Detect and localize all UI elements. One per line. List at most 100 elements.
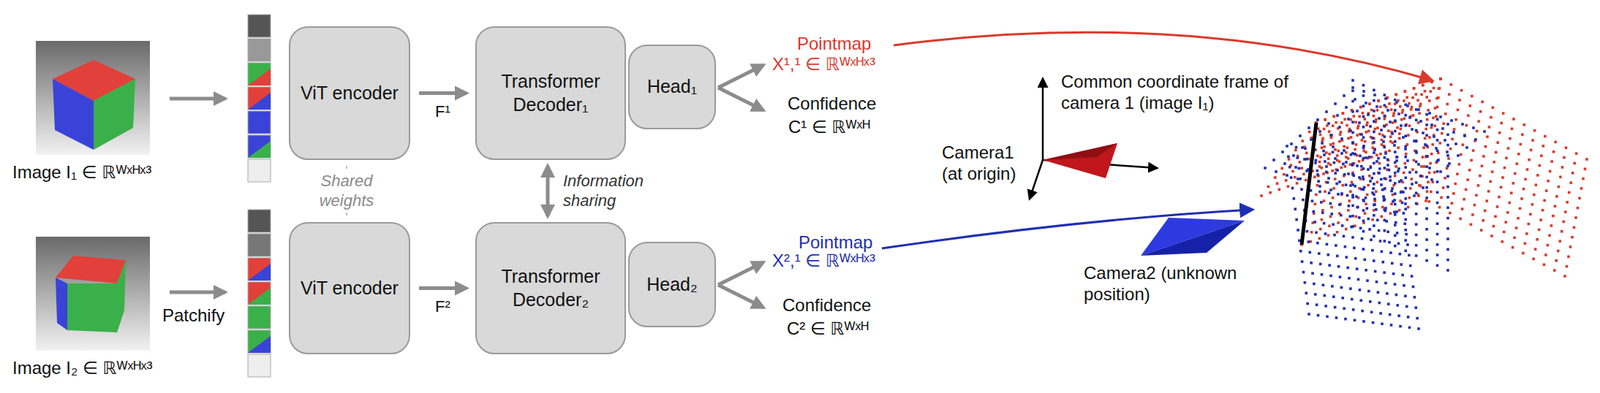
- cloud-point: [1268, 191, 1272, 195]
- cloud-point: [1340, 121, 1344, 125]
- cloud-point: [1417, 108, 1421, 112]
- cloud-point: [1419, 174, 1423, 178]
- cloud-point: [1372, 114, 1376, 118]
- cloud-point: [1273, 176, 1277, 180]
- cloud-point: [1376, 108, 1380, 112]
- cloud-point: [1551, 214, 1555, 218]
- cloud-point: [1362, 220, 1366, 224]
- cloud-point: [1518, 143, 1522, 147]
- cloud-point: [1425, 206, 1429, 210]
- cloud-point: [1541, 209, 1545, 213]
- cloud-point: [1414, 108, 1418, 112]
- cloud-point: [1461, 207, 1464, 211]
- cloud-point: [1419, 185, 1423, 188]
- cloud-point: [1474, 193, 1478, 197]
- cloud-point: [1342, 145, 1346, 149]
- text-label: Pointmap: [797, 33, 871, 55]
- cloud-point: [1393, 108, 1397, 112]
- cloud-point: [1314, 293, 1318, 297]
- cloud-point: [1496, 205, 1500, 209]
- cloud-point: [1366, 113, 1370, 117]
- cloud-point: [1344, 165, 1347, 169]
- cloud-point: [1333, 157, 1337, 161]
- cloud-point: [1483, 209, 1487, 213]
- cloud-point: [1311, 199, 1315, 203]
- cloud-point: [1267, 185, 1271, 189]
- cloud-point: [1300, 260, 1304, 264]
- cloud-point: [1425, 238, 1429, 242]
- cloud-point: [1390, 202, 1394, 206]
- cloud-point: [1331, 151, 1335, 155]
- cloud-point: [1446, 164, 1450, 168]
- cloud-point: [1327, 263, 1331, 267]
- cloud-point: [1393, 213, 1397, 217]
- patch: [247, 92, 271, 110]
- text-label: Confidence: [782, 295, 871, 317]
- cloud-point: [1455, 172, 1459, 176]
- cloud-point: [1311, 272, 1315, 275]
- cloud-point: [1567, 255, 1571, 259]
- input-arrows: [169, 97, 226, 101]
- cloud-point: [1303, 157, 1307, 161]
- cloud-point: [1332, 187, 1336, 191]
- cloud-point: [1429, 190, 1433, 194]
- cloud-point: [1386, 230, 1390, 234]
- cloud-point: [1472, 126, 1475, 130]
- cloud-point: [1417, 111, 1421, 115]
- text-label: Confidence: [787, 93, 877, 115]
- cloud-point: [1450, 201, 1454, 205]
- cloud-point: [1458, 98, 1462, 102]
- cloud-point: [1302, 173, 1306, 177]
- cloud-point: [1393, 119, 1397, 123]
- cloud-point: [1537, 228, 1541, 232]
- cloud-point: [1327, 152, 1331, 156]
- cloud-point: [1360, 138, 1364, 142]
- cloud-point: [1331, 142, 1335, 146]
- cloud-point: [1461, 122, 1464, 126]
- cloud-point: [1430, 152, 1434, 156]
- cloud-point: [1452, 130, 1456, 134]
- patch: [247, 258, 271, 281]
- cloud-point: [1447, 92, 1451, 96]
- cloud-point: [1295, 182, 1299, 186]
- cloud-point: [1439, 115, 1443, 119]
- cloud-point: [1300, 139, 1304, 143]
- cloud-point: [1315, 303, 1319, 307]
- cloud-point: [1296, 177, 1300, 181]
- cloud-point: [1383, 117, 1387, 121]
- cloud-point: [1469, 104, 1473, 108]
- cloud-point: [1363, 212, 1367, 215]
- cloud-point: [1393, 98, 1397, 102]
- cloud-point: [1523, 242, 1527, 245]
- cloud-point: [1536, 174, 1540, 177]
- cloud-point: [1351, 100, 1355, 104]
- cloud-point: [1314, 193, 1318, 197]
- cloud-point: [1414, 223, 1418, 226]
- cloud-point: [1351, 173, 1355, 177]
- cloud-point: [1364, 156, 1368, 160]
- cloud-point: [1508, 137, 1512, 141]
- cloud-point: [1428, 162, 1432, 166]
- cloud-point: [1368, 102, 1372, 106]
- cloud-point: [1468, 168, 1472, 172]
- cloud-point: [1355, 109, 1359, 113]
- cloud-point: [1425, 217, 1429, 221]
- cloud-point: [1550, 160, 1554, 164]
- cloud-point: [1481, 219, 1485, 223]
- cloud-point: [1318, 160, 1322, 164]
- cloud-point: [1491, 106, 1495, 109]
- cloud-point: [1380, 250, 1384, 254]
- cloud-point: [1439, 77, 1443, 81]
- cloud-point: [1379, 152, 1383, 156]
- cloud-point: [1404, 147, 1407, 151]
- cloud-point: [1411, 96, 1415, 100]
- cloud-point: [1359, 226, 1363, 230]
- cloud-point: [1329, 188, 1333, 192]
- cloud-point: [1340, 137, 1344, 141]
- cloud-point: [1378, 162, 1382, 166]
- cloud-point: [1436, 138, 1440, 142]
- cloud-point: [1563, 274, 1567, 278]
- cloud-point: [1428, 99, 1432, 103]
- cloud-point: [1366, 184, 1370, 188]
- cloud-point: [1500, 240, 1504, 244]
